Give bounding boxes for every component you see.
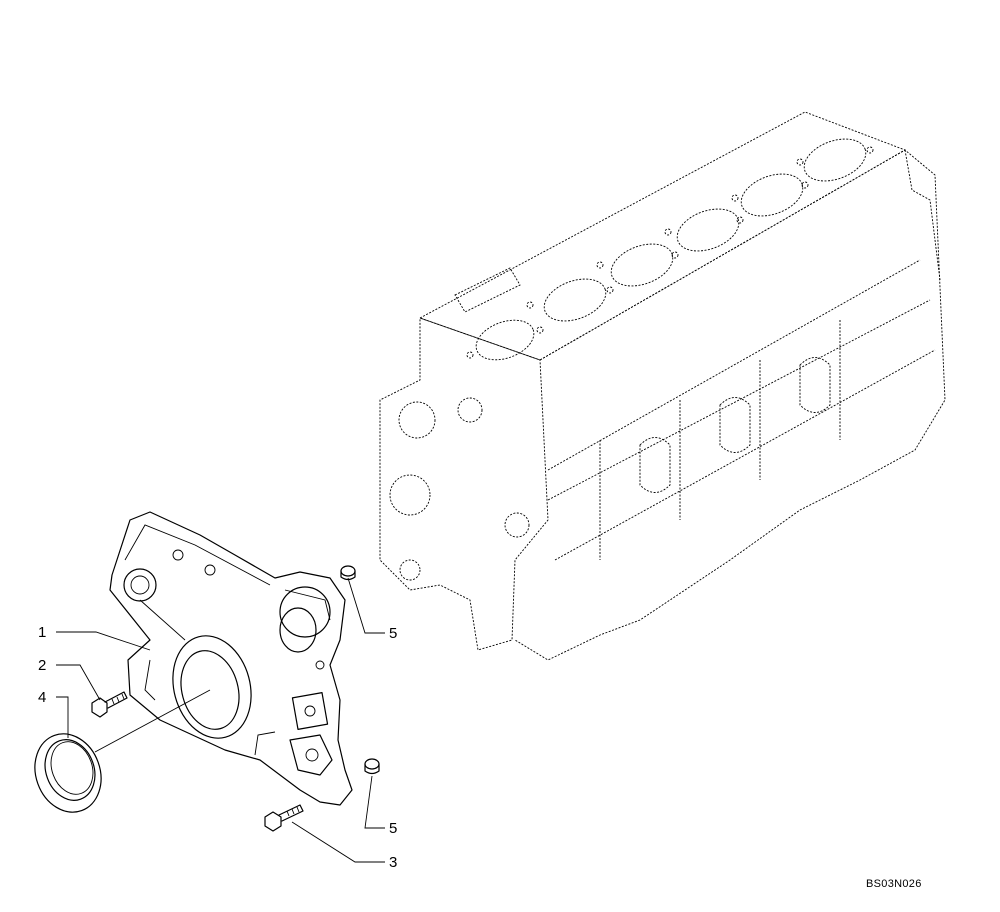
drawing-reference: BS03N026 — [866, 878, 922, 890]
leader-lines — [56, 577, 385, 863]
engine-block-icon — [379, 111, 946, 661]
bolt-icon — [264, 804, 304, 832]
callout-1: 1 — [38, 624, 47, 641]
callout-2: 2 — [38, 657, 47, 674]
callout-5-upper: 5 — [389, 625, 398, 642]
oil-seal-icon — [34, 733, 102, 813]
dowel-pin-icon — [364, 758, 380, 775]
front-cover-icon — [109, 511, 353, 806]
callout-4: 4 — [38, 689, 47, 706]
callout-3: 3 — [389, 854, 398, 871]
callout-5-lower: 5 — [389, 820, 398, 837]
bolt-icon — [91, 691, 128, 718]
dowel-pin-icon — [340, 565, 356, 581]
